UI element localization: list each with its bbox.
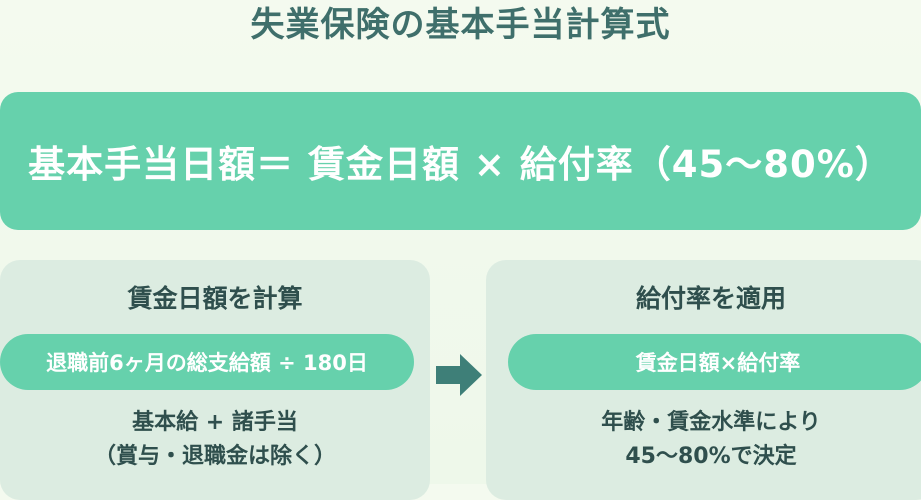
step-note-wage: 基本給 + 諸手当 （賞与・退職金は除く）	[0, 406, 430, 474]
arrow-right-icon	[436, 354, 482, 396]
step-note-rate: 年齢・賃金水準により 45〜80%で決定	[486, 406, 921, 474]
formula-text: 基本手当日額＝ 賃金日額 × 給付率（45〜80%）	[28, 143, 893, 186]
step-panel-rate: 給付率を適用 賃金日額×給付率 年齢・賃金水準により 45〜80%で決定	[486, 260, 921, 500]
diagram-title: 失業保険の基本手当計算式	[250, 5, 671, 45]
step-formula-pill-wage: 退職前6ヶ月の総支給額 ÷ 180日	[0, 334, 414, 390]
step-panel-wage: 賃金日額を計算 退職前6ヶ月の総支給額 ÷ 180日 基本給 + 諸手当 （賞与…	[0, 260, 430, 500]
step-note-wage-line1: 基本給 + 諸手当	[132, 410, 298, 435]
formula-banner: 基本手当日額＝ 賃金日額 × 給付率（45〜80%）	[0, 92, 921, 230]
step-heading-wage: 賃金日額を計算	[127, 284, 303, 313]
step-formula-pill-rate: 賃金日額×給付率	[508, 334, 921, 390]
step-heading-rate: 給付率を適用	[635, 284, 786, 313]
step-note-rate-line1: 年齢・賃金水準により	[601, 410, 821, 435]
step-note-wage-line2: （賞与・退職金は除く）	[93, 444, 336, 469]
step-note-rate-line2: 45〜80%で決定	[625, 444, 797, 469]
